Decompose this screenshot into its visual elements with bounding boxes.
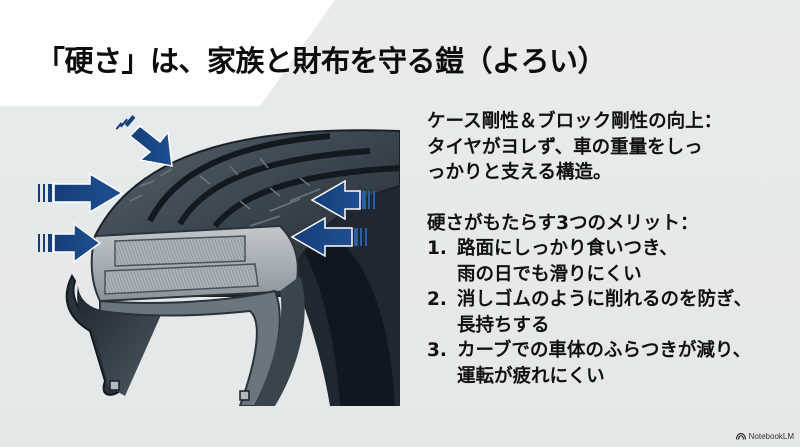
intro-line: っかりと支える構造。 — [427, 162, 612, 183]
benefit-number: 1. — [427, 238, 447, 259]
benefit-text-line: 長持ちする — [457, 314, 550, 336]
benefit-item: 1. 路面にしっかり食いつき、 雨の日でも滑りにくい — [427, 236, 787, 287]
benefit-text-line: 路面にしっかり食いつき、 — [457, 238, 678, 259]
benefit-text-line: 雨の日でも滑りにくい — [457, 263, 642, 285]
benefit-item: 2. 消しゴムのように削れるのを防ぎ、 長持ちする — [427, 287, 787, 338]
tire-cross-section-illustration — [38, 115, 400, 406]
benefit-item: 3. カーブでの車体のふらつきが減り、 運転が疲れにくい — [427, 338, 787, 389]
arrow-right-lower — [290, 216, 367, 258]
arrow-top-down-right — [128, 124, 173, 167]
benefit-text-line: 消しゴムのように削れるのを防ぎ、 — [457, 289, 753, 310]
benefits-heading: 硬さがもたらす3つのメリット： — [427, 212, 699, 234]
arrow-left-lower — [38, 222, 102, 264]
benefit-text-line: カーブでの車体のふらつきが減り、 — [457, 340, 752, 361]
arrow-left-middle — [38, 172, 124, 214]
benefit-number: 3. — [427, 340, 447, 361]
intro-line: ケース剛性＆ブロック剛性の向上： — [427, 111, 723, 132]
intro-paragraph: ケース剛性＆ブロック剛性の向上： タイヤがヨレず、車の重量をしっ っかりと支える… — [427, 109, 787, 186]
badge-label: NotebookLM — [748, 432, 794, 441]
intro-line: タイヤがヨレず、車の重量をしっ — [427, 136, 703, 158]
benefits-section: 硬さがもたらす3つのメリット： 1. 路面にしっかり食いつき、 雨の日でも滑りに… — [427, 211, 787, 390]
notebooklm-logo-icon — [735, 433, 746, 440]
arrow-right-upper — [310, 179, 375, 221]
explanation-panel: ケース剛性＆ブロック剛性の向上： タイヤがヨレず、車の重量をしっ っかりと支える… — [427, 109, 787, 389]
benefit-number: 2. — [427, 289, 447, 310]
slide-title: 「硬さ」は、家族と財布を守る鎧（よろい） — [36, 44, 607, 78]
notebooklm-badge: NotebookLM — [735, 432, 794, 441]
benefit-text-line: 運転が疲れにくい — [457, 365, 605, 387]
